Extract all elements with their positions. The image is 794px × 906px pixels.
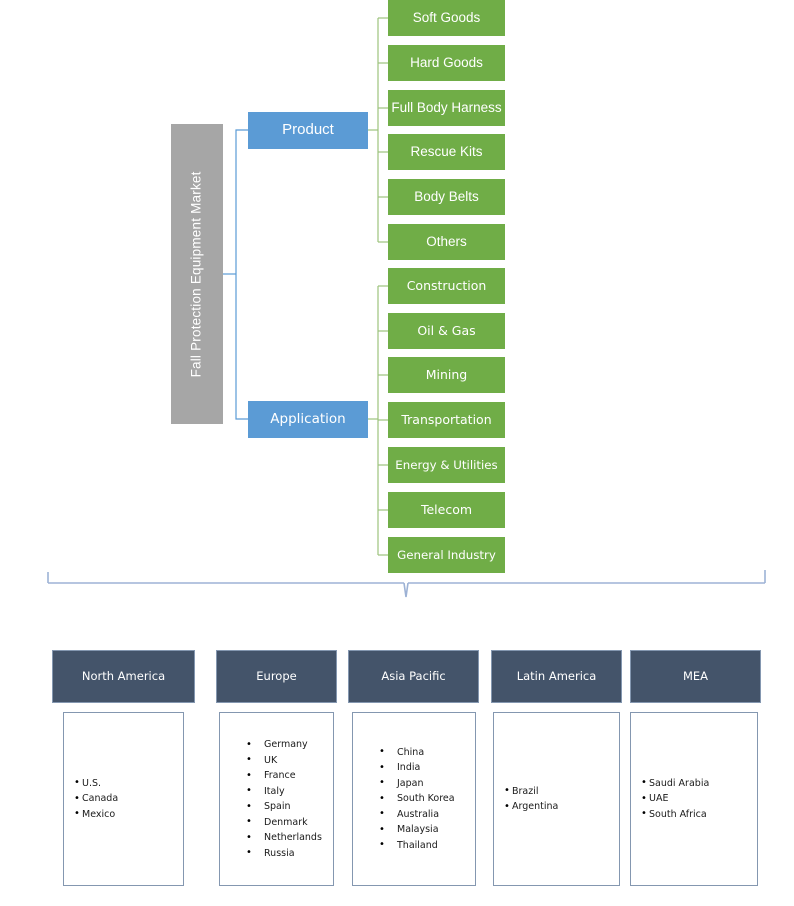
leaf-transportation[interactable]: Transportation — [388, 402, 505, 438]
country-item: Germany — [246, 737, 333, 753]
country-item: Canada — [74, 791, 183, 807]
country-list: U.S.CanadaMexico — [64, 775, 183, 823]
leaf-rescue-kits[interactable]: Rescue Kits — [388, 134, 505, 170]
country-item: South Africa — [641, 806, 757, 823]
leaf-body-belts[interactable]: Body Belts — [388, 179, 505, 215]
country-item: Brazil — [504, 783, 619, 800]
country-item: U.S. — [74, 775, 183, 792]
leaf-telecom[interactable]: Telecom — [388, 492, 505, 528]
country-item: Russia — [246, 845, 333, 862]
country-item: China — [379, 744, 475, 761]
region-list-asia-pacific: ChinaIndiaJapanSouth KoreaAustraliaMalay… — [352, 712, 476, 886]
country-item: UK — [246, 752, 333, 769]
region-list-europe: GermanyUKFranceItalySpainDenmarkNetherla… — [219, 712, 334, 886]
country-item: Malaysia — [379, 822, 475, 838]
country-item: India — [379, 760, 475, 776]
root-node: Fall Protection Equipment Market — [171, 124, 223, 424]
leaf-oil-and-gas[interactable]: Oil & Gas — [388, 313, 505, 349]
region-header-mea[interactable]: MEA — [630, 650, 761, 703]
country-item: Thailand — [379, 837, 475, 854]
country-item: Denmark — [246, 814, 333, 831]
leaf-mining[interactable]: Mining — [388, 357, 505, 393]
country-item: Argentina — [504, 799, 619, 815]
country-item: Mexico — [74, 806, 183, 823]
leaf-hard-goods[interactable]: Hard Goods — [388, 45, 505, 81]
country-item: South Korea — [379, 791, 475, 807]
country-item: Saudi Arabia — [641, 775, 757, 792]
country-list: BrazilArgentina — [494, 783, 619, 815]
leaf-general-industry[interactable]: General Industry — [388, 537, 505, 573]
country-list: ChinaIndiaJapanSouth KoreaAustraliaMalay… — [353, 744, 475, 854]
segment-product[interactable]: Product — [248, 112, 368, 149]
segment-product-label: Product — [282, 121, 334, 139]
region-list-north-america: U.S.CanadaMexico — [63, 712, 184, 886]
country-item: Italy — [246, 783, 333, 800]
segment-application-label: Application — [270, 411, 346, 428]
region-list-latin-america: BrazilArgentina — [493, 712, 620, 886]
region-header-north-america[interactable]: North America — [52, 650, 195, 703]
leaf-others[interactable]: Others — [388, 224, 505, 260]
country-list: GermanyUKFranceItalySpainDenmarkNetherla… — [220, 737, 333, 861]
leaf-soft-goods[interactable]: Soft Goods — [388, 0, 505, 36]
leaf-full-body-harness[interactable]: Full Body Harness — [388, 90, 505, 126]
leaf-energy-utilities[interactable]: Energy & Utilities — [388, 447, 505, 483]
leaf-construction[interactable]: Construction — [388, 268, 505, 304]
region-header-asia-pacific[interactable]: Asia Pacific — [348, 650, 479, 703]
segment-application[interactable]: Application — [248, 401, 368, 438]
country-list: Saudi ArabiaUAESouth Africa — [631, 775, 757, 823]
root-node-label: Fall Protection Equipment Market — [188, 171, 204, 377]
region-header-europe[interactable]: Europe — [216, 650, 337, 703]
country-item: UAE — [641, 791, 757, 807]
country-item: Netherlands — [246, 830, 333, 846]
region-header-latin-america[interactable]: Latin America — [491, 650, 622, 703]
country-item: Australia — [379, 806, 475, 823]
region-list-mea: Saudi ArabiaUAESouth Africa — [630, 712, 758, 886]
country-item: France — [246, 768, 333, 784]
country-item: Japan — [379, 775, 475, 792]
country-item: Spain — [246, 799, 333, 815]
